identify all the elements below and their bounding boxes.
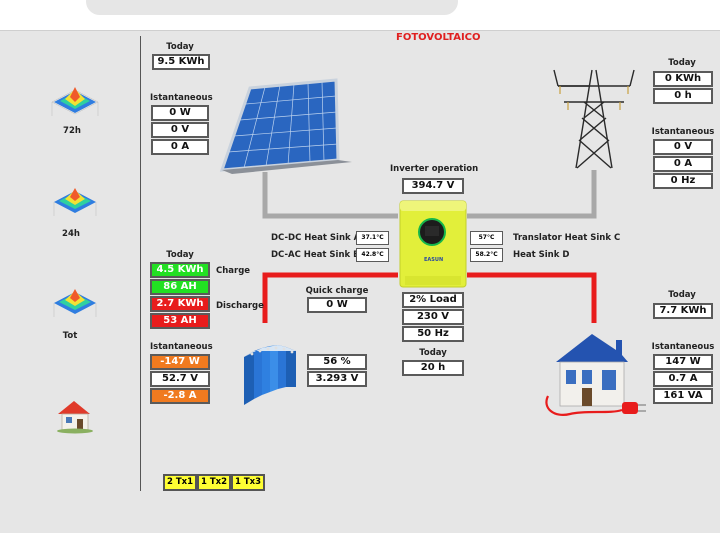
dcdc-heatsink-label: DC-DC Heat Sink A (271, 233, 361, 243)
search-bar[interactable] (86, 0, 458, 15)
home-current: 0.7 A (653, 371, 713, 387)
solar-voltage: 0 V (151, 122, 209, 138)
sidebar-item-tot[interactable]: Tot (48, 283, 102, 343)
surface-chart-icon (53, 289, 97, 317)
battery-charge-ah: 86 AH (150, 279, 210, 295)
battery-current: -2.8 A (150, 388, 210, 404)
heatsink-d-temp: 58.2°C (470, 248, 503, 262)
inverter-operation-label: Inverter operation (390, 164, 479, 174)
battery-istantaneous-label: Istantaneous (150, 342, 213, 352)
battery-voltage: 52.7 V (150, 371, 210, 387)
battery-charge-energy: 4.5 KWh (150, 262, 210, 278)
grid-hours: 0 h (653, 88, 713, 104)
battery-discharge-label: Discharge (216, 301, 264, 311)
page-title: FOTOVOLTAICO (396, 32, 481, 43)
home-power: 147 W (653, 354, 713, 370)
dcdc-heatsink-temp: 37.1°C (356, 231, 389, 245)
grid-voltage: 0 V (653, 139, 713, 155)
battery-today-label: Today (166, 250, 194, 260)
grid-frequency: 0 Hz (653, 173, 713, 189)
inverter-hours: 20 h (402, 360, 464, 376)
sidebar-item-label: 24h (62, 229, 80, 239)
inverter-brand: EASUN (424, 257, 444, 263)
dcac-heatsink-label: DC-AC Heat Sink B (271, 250, 360, 260)
inverter-today-label: Today (419, 348, 447, 358)
heatsink-d-label: Heat Sink D (513, 250, 570, 260)
sidebar-item-24h[interactable]: 24h (48, 182, 102, 242)
solar-power: 0 W (151, 105, 209, 121)
solar-panel-image (219, 78, 352, 174)
inverter-output-voltage: 230 V (402, 309, 464, 325)
translator-heatsink-temp: 57°C (470, 231, 503, 245)
solar-current: 0 A (151, 139, 209, 155)
grid-current: 0 A (653, 156, 713, 172)
battery-power: -147 W (150, 354, 210, 370)
sidebar-item-label: Tot (62, 331, 78, 341)
home-istantaneous-label: Istantaneous (651, 342, 715, 352)
battery-soc: 56 % (307, 354, 367, 370)
quick-charge-label: Quick charge (305, 286, 369, 296)
battery-discharge-energy: 2.7 KWh (150, 296, 210, 312)
tx3-button[interactable]: 1 Tx3 (231, 474, 265, 491)
house-icon (57, 401, 93, 434)
solar-istantaneous-label: Istantaneous (150, 93, 213, 103)
home-today-label: Today (668, 290, 696, 300)
house-image (545, 334, 646, 416)
battery-discharge-ah: 53 AH (150, 313, 210, 329)
tx2-button[interactable]: 1 Tx2 (197, 474, 231, 491)
inverter-image[interactable] (399, 200, 467, 288)
inverter-load: 2% Load (402, 292, 464, 308)
solar-today-label: Today (166, 42, 194, 52)
battery-charge-label: Charge (216, 266, 251, 276)
inverter-output-frequency: 50 Hz (402, 326, 464, 342)
home-energy: 7.7 KWh (653, 303, 713, 319)
grid-today-label: Today (668, 58, 696, 68)
home-apparent-power: 161 VA (653, 388, 713, 404)
sidebar-item-label: 72h (63, 126, 81, 136)
grid-istantaneous-label: Istantaneous (651, 127, 715, 137)
grid-energy: 0 KWh (653, 71, 713, 87)
inverter-voltage: 394.7 V (402, 178, 464, 194)
top-bar (0, 0, 720, 31)
surface-chart-icon (51, 87, 99, 116)
quick-charge-value: 0 W (307, 297, 367, 313)
battery-cell-voltage: 3.293 V (307, 371, 367, 387)
surface-chart-icon (53, 188, 97, 216)
solar-today-energy: 9.5 KWh (152, 54, 210, 70)
tx1-button[interactable]: 2 Tx1 (163, 474, 197, 491)
sidebar-item-home[interactable] (54, 398, 96, 434)
translator-heatsink-label: Translator Heat Sink C (513, 233, 621, 243)
sidebar-item-72h[interactable]: 72h (48, 80, 102, 140)
sidebar-divider (140, 36, 141, 491)
battery-pack-image (244, 345, 296, 405)
dcac-heatsink-temp: 42.8°C (356, 248, 389, 262)
power-tower-image (553, 69, 635, 169)
